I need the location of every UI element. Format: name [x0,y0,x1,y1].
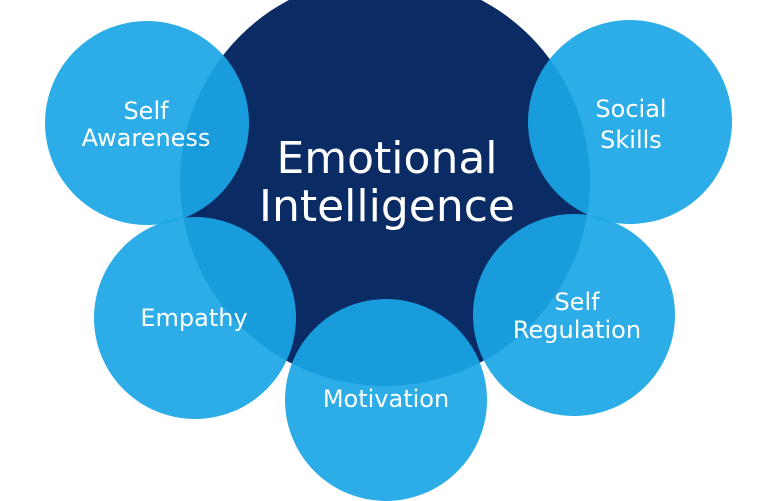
self-regulation-circle [473,214,675,416]
motivation-label: Motivation [323,385,449,413]
motivation-circle [285,299,487,501]
self-awareness-label-line-1: Self [123,97,169,125]
center-label-line-2: Intelligence [259,181,515,232]
social-skills-circle [528,20,732,224]
social-skills-label-line-1: Social [595,95,666,123]
self-regulation-label-line-2: Regulation [513,316,641,344]
empathy-label: Empathy [140,304,247,332]
social-skills-label-line-2: Skills [600,126,662,154]
empathy-circle [94,217,296,419]
center-label-line-1: Emotional [276,133,497,184]
self-regulation-label-line-1: Self [554,288,600,316]
self-awareness-circle [45,21,249,225]
self-awareness-label-line-2: Awareness [82,124,211,152]
